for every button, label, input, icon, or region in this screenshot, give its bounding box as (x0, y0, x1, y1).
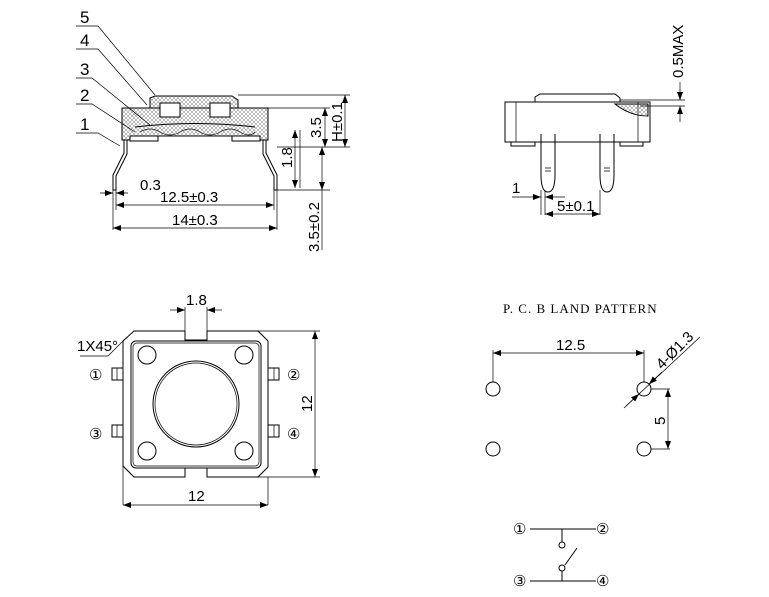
dim-pin-span: 12.5±0.3 (160, 189, 218, 206)
dim-lead-thickness: 0.3 (140, 177, 161, 194)
dim-height-h: H±0.1 (329, 102, 346, 142)
dim-lead-length: 3.5±0.2 (306, 202, 323, 252)
switch-schematic: ① ② ③ ④ (513, 521, 609, 590)
top-view: ① ③ ② ④ 1.8 1X45° 12 12 (77, 292, 320, 508)
part-labels: 5 4 3 2 1 (76, 8, 156, 147)
dim-height: 12 (299, 395, 316, 412)
dim-max: 0.5MAX (670, 25, 687, 78)
pcb-land-pattern: P. C. B LAND PATTERN 12.5 4-Ø1.3 5 (485, 301, 701, 457)
dim-slot: 1.8 (186, 292, 207, 309)
dim-pin-width: 1 (512, 180, 520, 197)
dim-body-height: 3.5 (308, 117, 325, 138)
pin-label-2: ② (287, 367, 300, 384)
part-label-1: 1 (80, 115, 89, 134)
part-label-5: 5 (80, 8, 89, 27)
schematic-pin-4: ④ (596, 573, 609, 590)
part-label-4: 4 (80, 31, 89, 50)
dim-lead-offset: 1.8 (279, 147, 296, 168)
dim-horizontal: 12.5 (556, 337, 585, 354)
part-label-2: 2 (80, 86, 89, 105)
pcb-title: P. C. B LAND PATTERN (503, 301, 658, 316)
chamfer-label: 1X45° (77, 338, 118, 355)
pin-label-3: ③ (89, 426, 102, 443)
side-view: 5 4 3 2 1 0.3 12.5±0.3 14±0.3 H±0.1 3.5 … (76, 8, 350, 252)
end-view: 0.5MAX 1 5±0.1 (504, 25, 687, 217)
dim-pin-pitch: 5±0.1 (557, 198, 594, 215)
dim-vertical: 5 (652, 417, 669, 425)
schematic-pin-2: ② (596, 521, 609, 538)
pin-label-1: ① (89, 367, 102, 384)
schematic-pin-1: ① (513, 521, 526, 538)
dim-width: 12 (188, 488, 205, 505)
actuator-button (152, 360, 240, 448)
dim-hole: 4-Ø1.3 (653, 328, 697, 372)
dim-body-width: 14±0.3 (172, 212, 218, 229)
pin-label-4: ④ (287, 426, 300, 443)
part-label-3: 3 (80, 60, 89, 79)
schematic-pin-3: ③ (513, 573, 526, 590)
